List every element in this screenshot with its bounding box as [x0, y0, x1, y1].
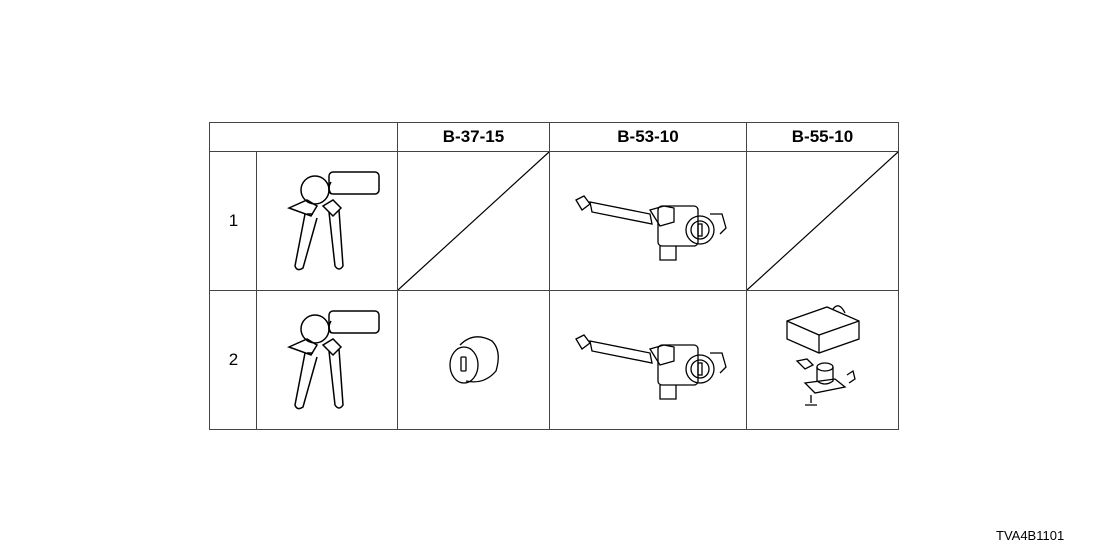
steering-lock-icon[interactable]	[550, 291, 746, 429]
divider	[397, 123, 398, 429]
not-applicable-cell	[747, 152, 898, 290]
key-set-icon	[257, 152, 397, 290]
column-header-b-37-15: B-37-15	[442, 127, 505, 146]
column-header-b-55-10: B-55-10	[791, 127, 854, 146]
lock-cylinder-icon[interactable]	[398, 291, 549, 429]
row-number-1: 1	[228, 211, 239, 230]
parts-table: B-37-15 B-53-10 B-55-10 1 2	[209, 122, 899, 430]
divider	[746, 123, 747, 429]
divider	[210, 290, 898, 291]
column-header-b-53-10: B-53-10	[617, 127, 679, 146]
not-applicable-cell	[398, 152, 549, 290]
diagram-code: TVA4B1101	[996, 528, 1065, 543]
row-number-2: 2	[228, 350, 239, 369]
divider	[210, 151, 898, 152]
glove-box-lock-kit-icon[interactable]	[747, 291, 898, 429]
divider	[549, 123, 550, 429]
steering-lock-icon[interactable]	[550, 152, 746, 290]
key-set-icon	[257, 291, 397, 429]
